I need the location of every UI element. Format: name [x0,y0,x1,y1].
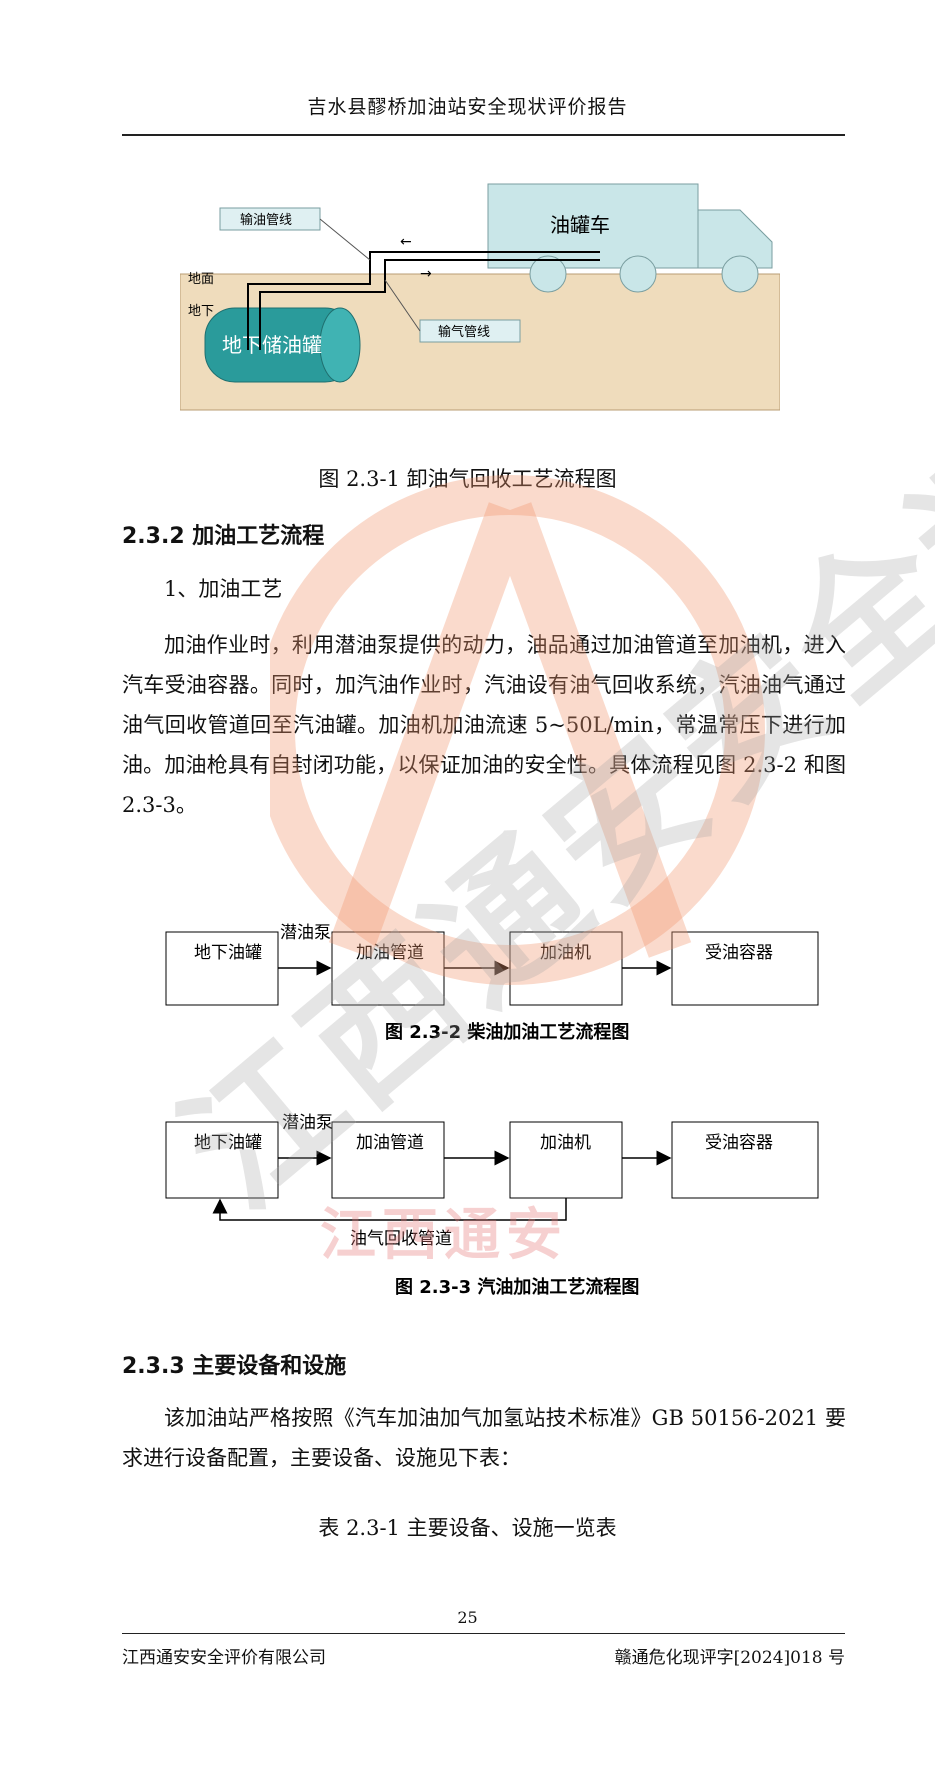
flow-box-dispenser [509,931,623,1006]
gas-pipe-leader [384,279,421,332]
oil-pipe-label: 输油管线 [240,212,292,228]
flow-caption-2-3-3: 图 2.3-3 汽油加油工艺流程图 [395,1276,639,1298]
ground-label: 地面 [188,272,214,287]
flow-box-dispenser [509,1121,623,1199]
header-divider [122,134,845,136]
page-number: 25 [457,1608,478,1627]
truck-tank [487,183,699,269]
flow-arrow-right: → [420,266,432,282]
oil-pipe-line [247,251,600,350]
paragraph-text: 该加油站严格按照《汽车加油加气加氢站技术标准》GB 50156-2021 要求进… [122,1406,846,1470]
unloading-vapor-recovery-figure: 地面 地下 油罐车 地下储油罐 ← → 输油管线 输气管线 [180,183,780,411]
flow-box-receiver-label: 受油容器 [705,943,773,963]
table-caption-2-3-1: 表 2.3-1 主要设备、设施一览表 [318,1516,617,1540]
flow-box-receiver-label: 受油容器 [705,1133,773,1153]
tank-end [319,307,361,383]
gas-pipe-label: 输气管线 [438,324,490,340]
flow-box-dispenser-label: 加油机 [540,1133,591,1153]
flow-box-dispenser-label: 加油机 [540,943,591,963]
refuel-process-paragraph: 加油作业时，利用潜油泵提供的动力，油品通过加油管道至加油机，进入汽车受油容器。同… [122,625,846,825]
page-header-title: 吉水县醪桥加油站安全现状评价报告 [307,96,628,118]
oil-pipe-leader [319,218,371,261]
underground-label: 地下 [188,304,214,319]
tank-label: 地下储油罐 [222,333,322,357]
equipment-paragraph: 该加油站严格按照《汽车加油加气加氢站技术标准》GB 50156-2021 要求进… [122,1398,846,1478]
gasoline-flow-diagram: 地下油罐 加油管道 加油机 受油容器 潜油泵 油气回收管道 图 2.3-3 汽油… [165,1113,819,1298]
flow-caption-2-3-2: 图 2.3-2 柴油加油工艺流程图 [385,1021,629,1043]
section-heading-2-3-2: 2.3.2 加油工艺流程 [122,524,325,549]
section-heading-2-3-3: 2.3.3 主要设备和设施 [122,1354,347,1379]
footer-doc-number: 赣通危化现评字[2024]018 号 [614,1648,845,1668]
truck-label: 油罐车 [550,213,610,237]
truck-wheel [721,255,759,293]
truck-wheel [529,255,567,293]
vapor-return-label: 油气回收管道 [350,1229,452,1249]
flow-box-pipe-label: 加油管道 [356,1133,424,1153]
figure-caption-2-3-1: 图 2.3-1 卸油气回收工艺流程图 [318,467,617,491]
pump-label: 潜油泵 [282,1113,333,1133]
footer-divider [122,1633,845,1634]
flow-box-tank [165,931,279,1006]
pump-label: 潜油泵 [280,923,331,943]
truck-cab [697,209,773,269]
flow-box-tank-label: 地下油罐 [194,1133,262,1153]
flow-box-receiver [671,931,819,1006]
diesel-flow-diagram: 地下油罐 加油管道 加油机 受油容器 潜油泵 图 2.3-2 柴油加油工艺流程图 [165,923,819,1043]
flow-box-pipe [331,1121,445,1199]
flow-arrow-left: ← [400,234,412,250]
paragraph-text: 加油作业时，利用潜油泵提供的动力，油品通过加油管道至加油机，进入汽车受油容器。同… [122,633,846,817]
gas-pipe-line [259,259,600,350]
flow-box-pipe-label: 加油管道 [356,943,424,963]
vapor-return-line [212,1198,567,1221]
truck-wheel [619,255,657,293]
footer-company: 江西通安安全评价有限公司 [122,1648,326,1668]
subheading-refuel-process: 1、加油工艺 [164,577,283,601]
flow-box-receiver [671,1121,819,1199]
flow-box-tank-label: 地下油罐 [194,943,262,963]
flow-box-tank [165,1121,279,1199]
